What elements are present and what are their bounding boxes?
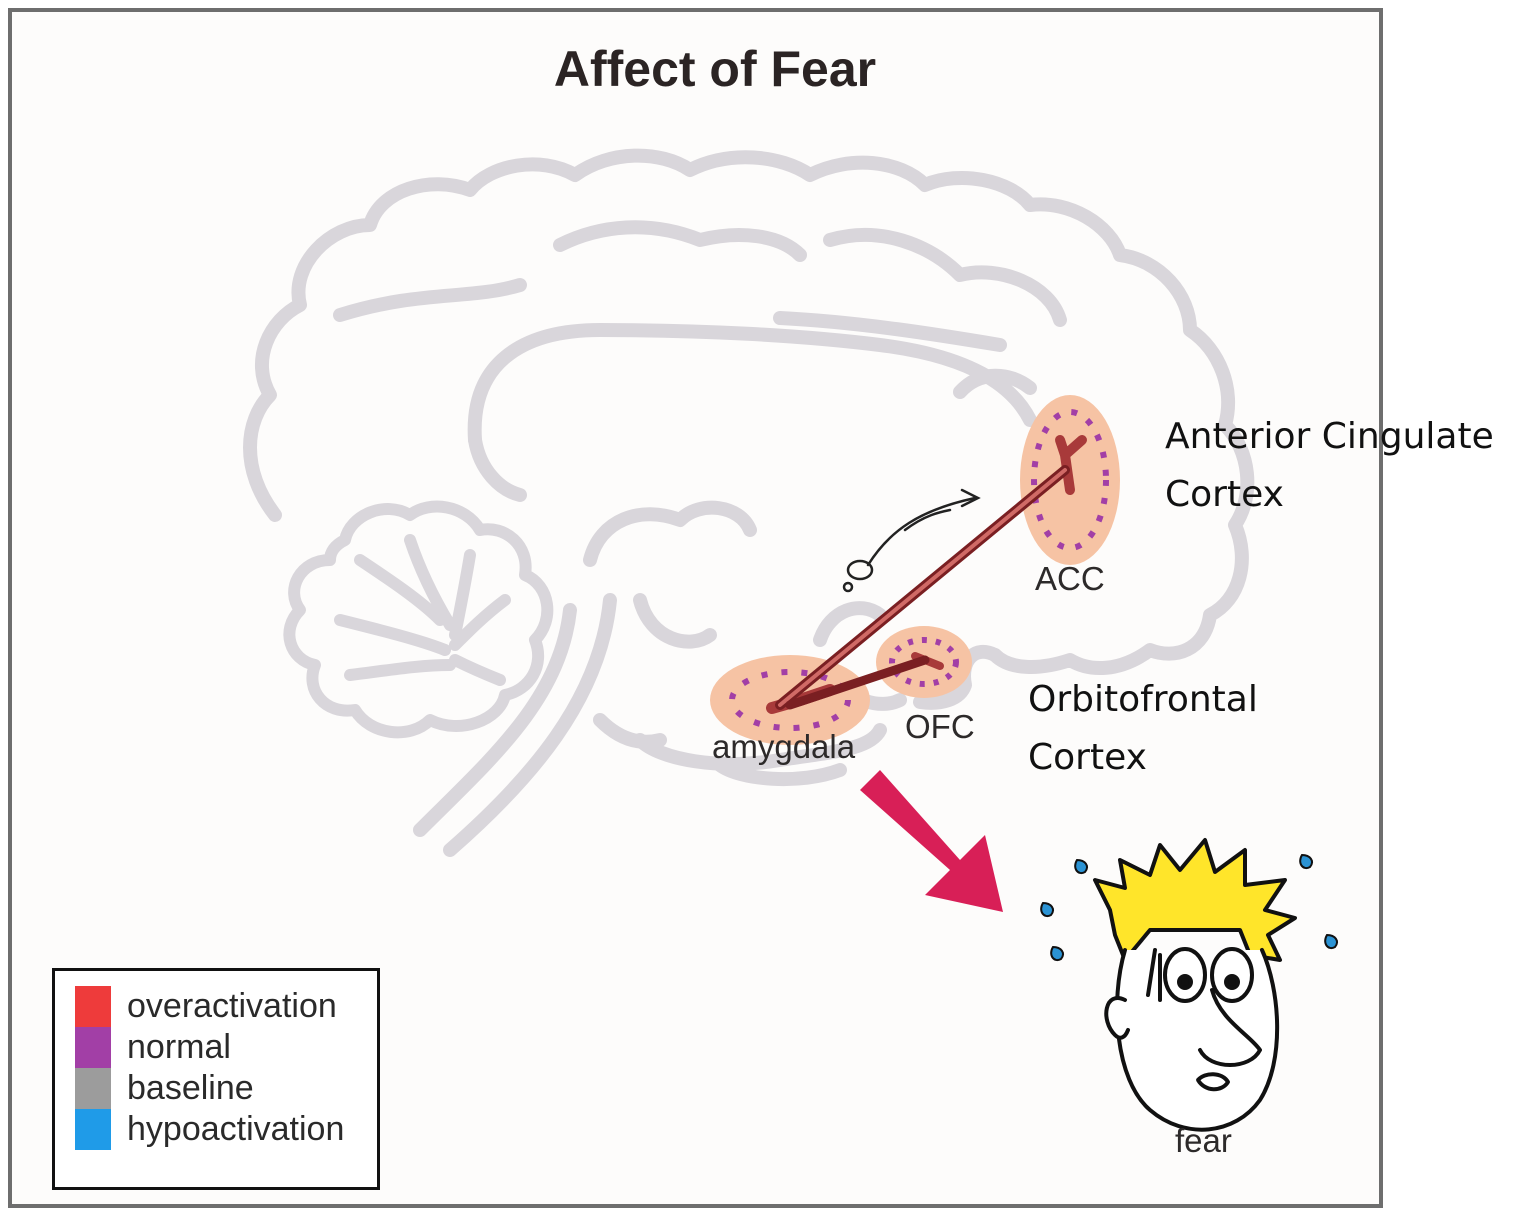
- amygdala-label: amygdala: [712, 728, 855, 766]
- legend-label: hypoactivation: [127, 1110, 344, 1149]
- cerebellum-outline: [289, 507, 547, 733]
- acc-annotation: Anterior Cingulate Cortex: [1165, 408, 1494, 524]
- legend-item-hypoactivation: hypoactivation: [55, 1109, 377, 1150]
- legend-item-normal: normal: [55, 1027, 377, 1068]
- legend-swatch-normal: [75, 1027, 111, 1068]
- ofc-annotation: Orbitofrontal Cortex: [1028, 671, 1258, 787]
- ofc-annotation-line1: Orbitofrontal: [1028, 671, 1258, 729]
- fear-arrow: [860, 770, 1003, 912]
- legend-item-baseline: baseline: [55, 1068, 377, 1109]
- legend-swatch-hypoactivation: [75, 1109, 111, 1150]
- legend-swatch-overactivation: [75, 986, 111, 1027]
- corpus-callosum: [475, 330, 1030, 440]
- fear-label: fear: [1175, 1122, 1232, 1160]
- figure-title: Affect of Fear: [0, 40, 1430, 98]
- legend: overactivation normal baseline hypoactiv…: [52, 968, 380, 1190]
- legend-swatch-baseline: [75, 1068, 111, 1109]
- fear-face-illustration: [1095, 840, 1295, 1130]
- ear: [1106, 998, 1128, 1038]
- hair: [1095, 840, 1295, 960]
- acc-annotation-line2: Cortex: [1165, 466, 1494, 524]
- legend-item-overactivation: overactivation: [55, 986, 377, 1027]
- legend-label: overactivation: [127, 987, 337, 1026]
- acc-label: ACC: [1035, 560, 1105, 598]
- legend-label: normal: [127, 1028, 231, 1067]
- legend-label: baseline: [127, 1069, 254, 1108]
- acc-region: [1020, 395, 1120, 565]
- acc-annotation-line1: Anterior Cingulate: [1165, 408, 1494, 466]
- ofc-annotation-line2: Cortex: [1028, 729, 1258, 787]
- thought-arrow: [844, 490, 978, 591]
- mouth: [1198, 1074, 1228, 1089]
- ofc-label: OFC: [905, 708, 975, 746]
